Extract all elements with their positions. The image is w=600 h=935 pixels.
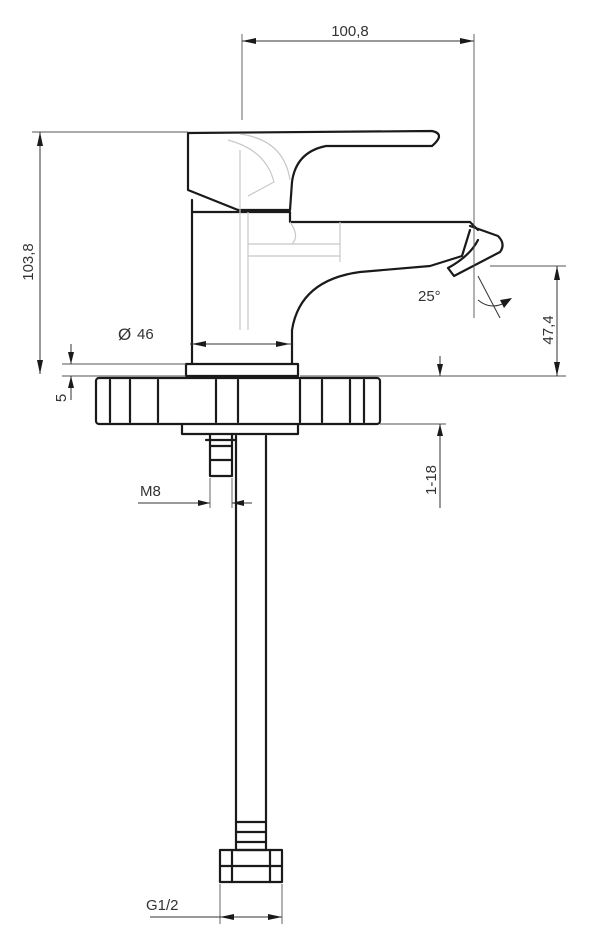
dim-spout-angle: 25°	[418, 275, 512, 319]
lever-handle	[186, 129, 441, 212]
mounting-flange	[94, 376, 382, 436]
supply-hose	[218, 434, 284, 884]
dim-stud-thread-label: M8	[140, 483, 161, 500]
threaded-stud	[204, 432, 238, 478]
dim-stud-thread: M8	[138, 478, 252, 508]
dim-total-width-label: 100,8	[331, 23, 369, 40]
hidden-lines	[227, 133, 341, 330]
dim-deck-thickness-label: 5	[53, 394, 70, 402]
dim-base-diameter: Ø 46	[118, 325, 292, 347]
dim-total-width: 100,8	[241, 23, 475, 318]
dim-mount-range: 1-18	[380, 356, 446, 508]
dim-spout-height-label: 47,4	[540, 315, 557, 344]
dim-hose-thread-label: G1/2	[146, 897, 179, 914]
dim-mount-range-label: 1-18	[423, 465, 440, 495]
body-column	[190, 198, 480, 366]
dim-hose-thread: G1/2	[146, 884, 283, 924]
dim-spout-height: 47,4	[300, 265, 566, 377]
dim-spout-angle-label: 25°	[418, 288, 441, 305]
dim-base-diameter-label: 46	[137, 326, 154, 343]
dim-deck-thickness: 5	[53, 344, 186, 402]
base-ring	[184, 343, 300, 378]
aerator-tip	[446, 224, 504, 278]
faucet-body	[184, 129, 504, 378]
dim-diameter-symbol: Ø	[118, 325, 131, 344]
dim-total-height-label: 103,8	[20, 243, 37, 281]
dim-total-height: 103,8	[20, 131, 188, 374]
